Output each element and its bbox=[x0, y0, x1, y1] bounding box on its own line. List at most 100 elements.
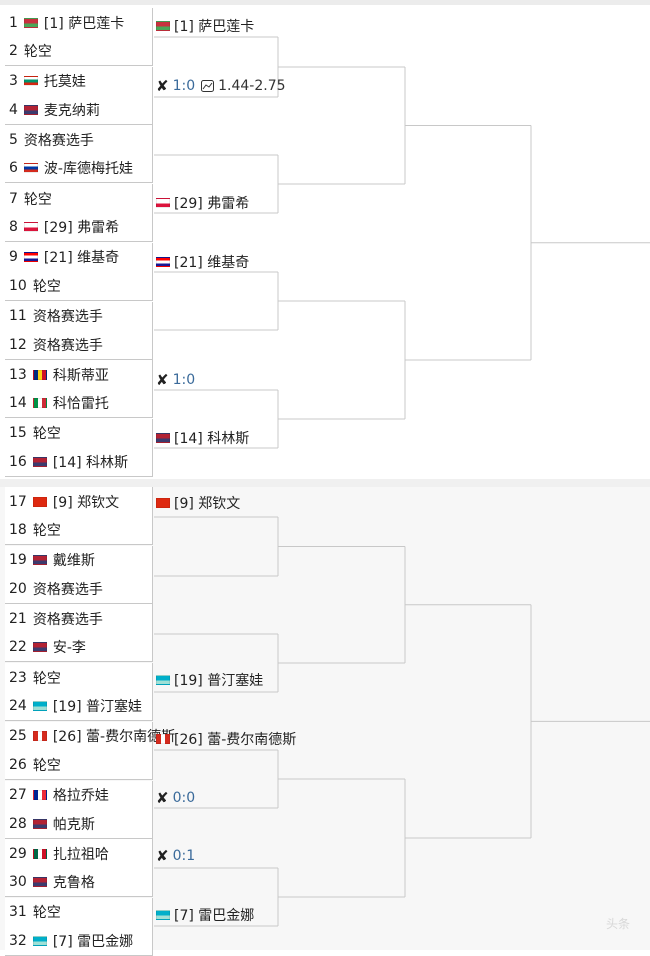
player-name: [19] 普汀塞娃 bbox=[52, 699, 143, 716]
flag-icon bbox=[156, 21, 170, 31]
flag-icon bbox=[32, 935, 47, 946]
seed-position-number: 1 bbox=[9, 14, 18, 31]
player-name: 格拉乔娃 bbox=[52, 788, 109, 804]
seed-position-number: 2 bbox=[9, 43, 18, 59]
match-score: 1:0 bbox=[172, 372, 196, 388]
seed-position-number: 12 bbox=[9, 336, 27, 353]
player-name: 资格赛选手 bbox=[32, 611, 103, 628]
round2-player[interactable]: [9] 郑钦文 bbox=[156, 493, 240, 513]
player-name: [1] 萨巴莲卡 bbox=[174, 19, 255, 35]
flag-icon bbox=[156, 257, 170, 267]
seed-position-number: 17 bbox=[9, 493, 27, 510]
player-name: 轮空 bbox=[32, 426, 61, 443]
draw-slot-15[interactable]: 15 轮空 bbox=[5, 418, 153, 448]
flag-icon bbox=[156, 734, 170, 744]
flag-icon bbox=[156, 498, 170, 508]
draw-slot-16[interactable]: 16[14] 科林斯 bbox=[5, 447, 153, 477]
flag-icon bbox=[32, 555, 47, 566]
seed-position-number: 26 bbox=[9, 756, 27, 773]
draw-slot-17[interactable]: 17[9] 郑钦文 bbox=[5, 487, 153, 516]
player-name: 轮空 bbox=[32, 523, 61, 539]
flag-icon bbox=[156, 433, 170, 443]
draw-slot-21[interactable]: 21 资格赛选手 bbox=[5, 604, 153, 634]
player-name: 扎拉祖哈 bbox=[52, 846, 109, 863]
draw-slot-25[interactable]: 25[26] 蕾-费尔南德斯 bbox=[5, 721, 175, 751]
flag-icon bbox=[32, 369, 47, 380]
round2-match-score[interactable]: ✘0:0 bbox=[156, 788, 195, 808]
flag-icon bbox=[32, 456, 47, 467]
flag-icon bbox=[23, 222, 38, 233]
round2-player[interactable]: [26] 蕾-费尔南德斯 bbox=[156, 729, 296, 749]
seed-position-number: 9 bbox=[9, 249, 18, 266]
player-name: 资格赛选手 bbox=[32, 337, 103, 354]
seed-position-number: 32 bbox=[9, 932, 27, 949]
match-odds: 1.44-2.75 bbox=[218, 78, 286, 94]
player-name: 波-库德梅托娃 bbox=[43, 161, 133, 178]
crossed-rackets-icon: ✘ bbox=[156, 371, 169, 389]
draw-slot-10[interactable]: 10 轮空 bbox=[5, 271, 153, 301]
flag-icon bbox=[32, 642, 47, 653]
seed-position-number: 19 bbox=[9, 552, 27, 569]
odds-chart-icon bbox=[201, 80, 215, 92]
draw-slot-14[interactable]: 14 科恰雷托 bbox=[5, 389, 153, 419]
player-name: [14] 科林斯 bbox=[52, 454, 129, 471]
seed-position-number: 8 bbox=[9, 219, 18, 236]
flag-icon bbox=[32, 701, 47, 712]
draw-slot-8[interactable]: 8[29] 弗雷希 bbox=[5, 213, 153, 243]
round2-match-score[interactable]: ✘1:0 bbox=[156, 370, 195, 390]
flag-icon bbox=[156, 910, 170, 920]
player-name: [1] 萨巴莲卡 bbox=[43, 15, 125, 32]
seed-position-number: 27 bbox=[9, 787, 27, 803]
flag-icon bbox=[32, 818, 47, 829]
round2-player[interactable]: [19] 普汀塞娃 bbox=[156, 670, 263, 690]
seed-position-number: 4 bbox=[9, 101, 18, 118]
watermark: 头条 bbox=[605, 917, 630, 931]
player-name: 轮空 bbox=[32, 905, 61, 922]
round2-player[interactable]: [1] 萨巴莲卡 bbox=[156, 16, 254, 36]
draw-slot-24[interactable]: 24[19] 普汀塞娃 bbox=[5, 692, 153, 722]
half-divider bbox=[0, 479, 650, 487]
draw-slot-32[interactable]: 32[7] 雷巴金娜 bbox=[5, 926, 153, 956]
player-name: 轮空 bbox=[32, 278, 61, 295]
draw-slot-1[interactable]: 1 [1] 萨巴莲卡 bbox=[5, 8, 153, 37]
seed-position-number: 15 bbox=[9, 425, 27, 442]
flag-icon bbox=[23, 163, 38, 174]
draw-slot-27[interactable]: 27 格拉乔娃 bbox=[5, 780, 153, 810]
seed-position-number: 5 bbox=[9, 131, 18, 148]
seed-position-number: 20 bbox=[9, 580, 27, 597]
draw-slot-9[interactable]: 9[21] 维基奇 bbox=[5, 242, 153, 272]
flag-icon bbox=[32, 877, 47, 888]
round2-player[interactable]: [7] 雷巴金娜 bbox=[156, 905, 254, 925]
player-name: 科恰雷托 bbox=[52, 396, 109, 413]
round2-match-score[interactable]: ✘0:1 bbox=[156, 846, 195, 866]
seed-position-number: 25 bbox=[9, 728, 27, 745]
seed-position-number: 10 bbox=[9, 277, 27, 294]
draw-slot-12[interactable]: 12 资格赛选手 bbox=[5, 330, 153, 360]
player-name: [21] 维基奇 bbox=[174, 255, 250, 271]
match-score: 0:0 bbox=[172, 790, 196, 806]
round2-player[interactable]: [14] 科林斯 bbox=[156, 428, 249, 448]
seed-position-number: 21 bbox=[9, 610, 27, 627]
round2-player[interactable]: [29] 弗雷希 bbox=[156, 193, 249, 213]
round2-player[interactable]: [21] 维基奇 bbox=[156, 252, 249, 272]
seed-position-number: 14 bbox=[9, 395, 27, 412]
